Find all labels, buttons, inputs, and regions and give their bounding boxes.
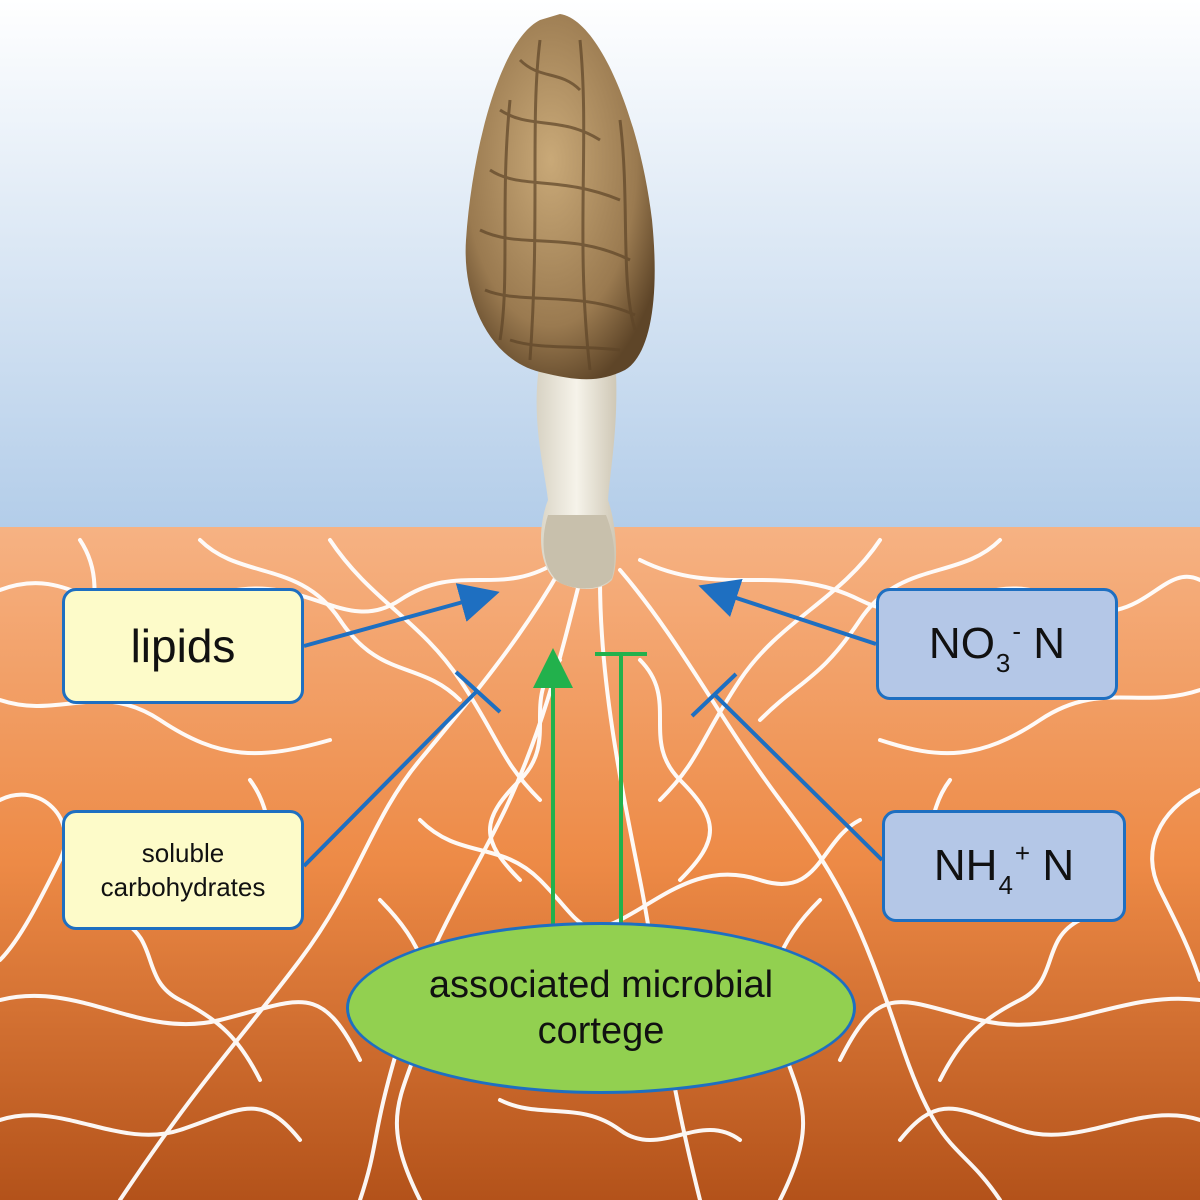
carbs-label-line1: soluble <box>141 838 225 868</box>
no3-subscript: 3 <box>995 648 1011 678</box>
no3-label: NO3- N <box>928 616 1066 678</box>
no3-tail: N <box>1033 619 1066 668</box>
nitrate-nitrogen-box: NO3- N <box>876 588 1118 700</box>
mushroom-cap-ridges <box>479 39 637 371</box>
nh4-superscript: + <box>1014 838 1031 868</box>
soluble-carbohydrates-box: soluble carbohydrates <box>62 810 304 930</box>
lipids-promotes-arrow <box>303 583 500 648</box>
no3-promotes-arrow <box>698 579 877 646</box>
green-arrows <box>533 648 647 924</box>
nh4-inhibit-bar <box>690 672 738 718</box>
nh4-tail: N <box>1042 841 1075 890</box>
no3-superscript: - <box>1012 616 1022 646</box>
ammonium-nitrogen-box: NH4+ N <box>882 810 1126 922</box>
hyphae-network <box>0 538 1200 1200</box>
microbes-label-line2: cortege <box>537 1010 665 1052</box>
lipids-label: lipids <box>130 620 236 672</box>
blue-arrows <box>302 579 884 868</box>
nh4-subscript: 4 <box>998 870 1013 900</box>
mushroom-cap <box>465 14 655 380</box>
carbs-inhibit-bar <box>454 670 502 714</box>
carbs-inhibit-line <box>302 688 480 868</box>
lipids-box: lipids <box>62 588 304 704</box>
no3-main: NO <box>928 619 995 668</box>
nh4-inhibit-line <box>712 692 884 862</box>
mushroom-stem-base <box>543 515 615 589</box>
microbes-label-line1: associated microbial <box>428 964 774 1006</box>
nh4-main: NH <box>933 841 998 890</box>
carbs-label-line2: carbohydrates <box>100 872 266 902</box>
morel-mushroom <box>465 14 655 589</box>
nh4-label: NH4+ N <box>933 838 1075 900</box>
microbial-cortege-ellipse: associated microbial cortege <box>346 922 856 1094</box>
